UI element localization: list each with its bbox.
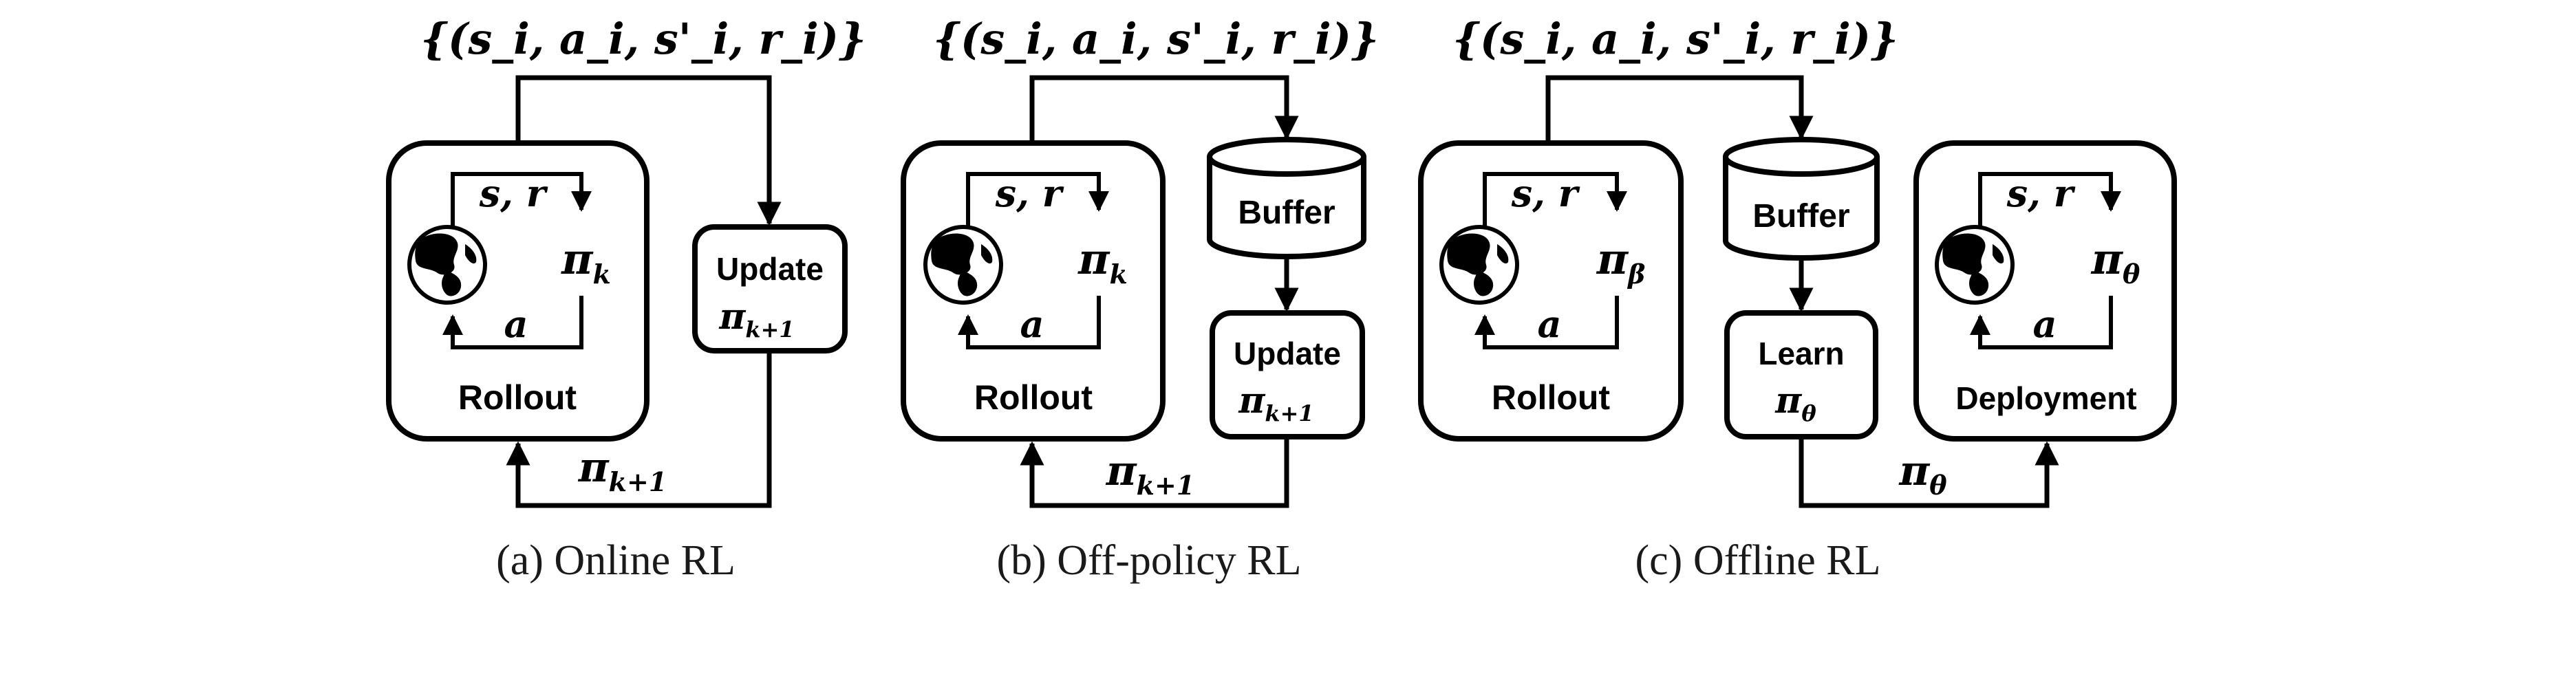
buffer-label-c: Buffer: [1752, 198, 1849, 235]
globe-icon: [409, 227, 485, 303]
feedback-arrow-c: [1799, 437, 2059, 508]
data-arrow-c: [1545, 75, 1814, 143]
rollout-label-a: Rollout: [458, 378, 577, 417]
update-label-a: Update: [716, 251, 824, 287]
action-label-a: a: [504, 302, 528, 346]
update-policy-b: πk+1: [1238, 380, 1313, 426]
feedback-arrow-a: [506, 351, 772, 508]
action-loop-c: [1474, 296, 1619, 349]
feedback-arrow-b: [1020, 437, 1289, 508]
observation-loop-c: [1483, 172, 1627, 232]
feedback-policy-b: πk+1: [1106, 447, 1195, 501]
data-arrow-a: [515, 75, 782, 226]
rollout-label-b: Rollout: [974, 378, 1093, 417]
caption-b: (b) Off-policy RL: [996, 537, 1301, 584]
buffer-label-b: Buffer: [1238, 195, 1335, 231]
transition-set-c: {(s_i, a_i, s'_i, r_i)}: [1452, 14, 1898, 64]
panel-online-rl: {(s_i, a_i, s'_i, r_i)} s, r a πk Rollou…: [386, 14, 866, 584]
feedback-policy-c: πθ: [1898, 447, 1947, 501]
deploy-action-loop-c: [1970, 296, 2113, 349]
rollout-label-c: Rollout: [1492, 378, 1611, 417]
deploy-action-label-c: a: [2033, 302, 2057, 346]
observation-label-b: s, r: [995, 171, 1064, 215]
deploy-observation-loop-c: [1978, 172, 2121, 232]
action-label-b: a: [1020, 302, 1044, 346]
panel-off-policy-rl: {(s_i, a_i, s'_i, r_i)} s, r a πk Rollou…: [901, 14, 1379, 584]
policy-b: πk: [1077, 234, 1128, 290]
observation-loop-a: [451, 172, 592, 232]
feedback-policy-a: πk+1: [578, 444, 667, 497]
buffer-c: Buffer: [1723, 137, 1880, 261]
deployment-label-c: Deployment: [1955, 380, 2136, 416]
observation-label-c: s, r: [1511, 171, 1580, 215]
update-policy-a: πk+1: [718, 296, 794, 342]
action-loop-a: [442, 296, 583, 349]
deploy-observation-label-c: s, r: [2006, 171, 2076, 215]
transition-set-b: {(s_i, a_i, s'_i, r_i)}: [933, 14, 1379, 64]
globe-icon: [1441, 227, 1517, 303]
transition-set-a: {(s_i, a_i, s'_i, r_i)}: [420, 14, 866, 64]
deploy-policy-c: πθ: [2091, 234, 2140, 290]
action-loop-b: [958, 296, 1101, 349]
data-arrow-b: [1029, 75, 1299, 143]
globe-icon: [925, 227, 1001, 303]
caption-a: (a) Online RL: [496, 537, 736, 584]
update-label-b: Update: [1234, 336, 1341, 371]
action-label-c: a: [1538, 302, 1562, 346]
observation-loop-b: [966, 172, 1109, 232]
globe-icon: [1937, 227, 2012, 303]
learn-label-c: Learn: [1758, 336, 1844, 371]
panel-offline-rl: {(s_i, a_i, s'_i, r_i)} s, r a πβ Rollou…: [1418, 14, 2177, 584]
learn-policy-c: πθ: [1774, 380, 1816, 426]
observation-label-a: s, r: [479, 171, 548, 215]
policy-c: πβ: [1596, 234, 1646, 290]
buffer-b: Buffer: [1207, 137, 1366, 259]
caption-c: (c) Offline RL: [1635, 537, 1881, 584]
policy-a: πk: [561, 234, 611, 290]
